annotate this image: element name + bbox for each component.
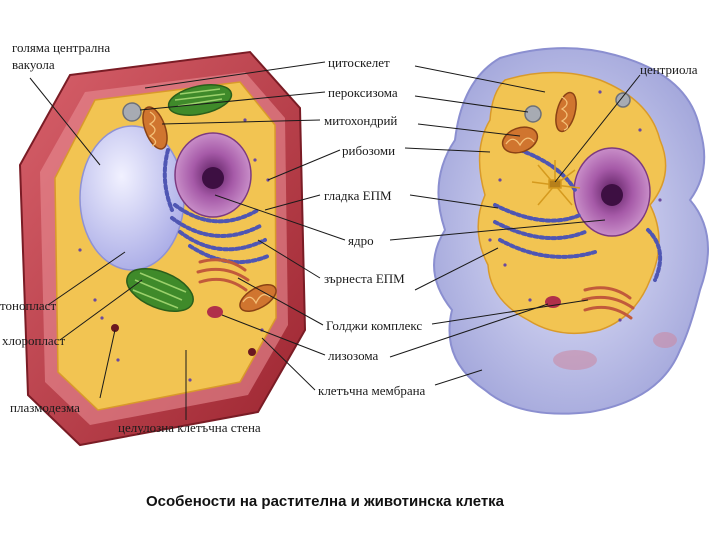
label-large-vacuole-line1: голяма централна bbox=[12, 40, 111, 55]
leader-ribo-animal bbox=[404, 147, 491, 153]
animal-peroxisome bbox=[524, 105, 542, 123]
leader-plasmodesma bbox=[99, 329, 116, 399]
animal-vesicle bbox=[653, 332, 677, 348]
label-large-vacuole-line2: вакуола bbox=[12, 57, 55, 72]
label-centriole: центриола bbox=[640, 62, 698, 77]
plant-lysosome bbox=[207, 306, 223, 318]
plant-mitochondrion-bottom bbox=[239, 284, 277, 312]
leader-tonoplast bbox=[47, 251, 126, 306]
leader-chloroplast bbox=[59, 279, 143, 341]
leader-lines bbox=[29, 61, 641, 420]
chloroplast-top bbox=[167, 84, 233, 116]
leader-rough-plant bbox=[257, 239, 321, 279]
leader-lyso-animal bbox=[389, 303, 549, 358]
leader-vacuole bbox=[29, 77, 101, 166]
leader-mito-animal bbox=[417, 123, 521, 137]
chloroplast-bottom bbox=[126, 268, 194, 312]
plant-peroxisome bbox=[122, 102, 142, 122]
label-rough-er: зърнеста ЕПМ bbox=[324, 271, 405, 286]
leader-rough-animal bbox=[414, 247, 499, 291]
animal-cell bbox=[433, 47, 709, 415]
leader-golgi-plant bbox=[237, 277, 324, 326]
leader-ribo-plant bbox=[267, 149, 341, 181]
leader-nucleus-animal bbox=[389, 219, 606, 241]
centrosome bbox=[531, 160, 581, 206]
leader-membrane-plant bbox=[261, 337, 316, 391]
leader-cytoskeleton-plant bbox=[144, 61, 326, 89]
label-golgi: Голджи комплекс bbox=[326, 318, 423, 333]
figure-caption: Особености на растителна и животинска кл… bbox=[145, 493, 505, 510]
animal-nucleolus bbox=[601, 184, 623, 206]
label-cell-wall: целулозна клетъчна стена bbox=[118, 420, 261, 435]
label-chloroplast: хлоропласт bbox=[2, 333, 66, 348]
animal-ribosomes bbox=[488, 90, 662, 322]
leader-smooth-plant bbox=[264, 194, 321, 211]
leader-golgi-animal bbox=[431, 299, 589, 325]
leader-peroxisome-plant bbox=[139, 91, 326, 111]
plant-golgi bbox=[196, 258, 250, 292]
leader-cytoskeleton-animal bbox=[414, 65, 546, 93]
animal-vesicle bbox=[553, 350, 597, 370]
plant-ribosomes bbox=[78, 118, 270, 382]
plasmodesma-dot bbox=[111, 324, 119, 332]
animal-mitochondrion-1 bbox=[501, 126, 539, 154]
leader-membrane-animal bbox=[434, 369, 483, 386]
leader-smooth-animal bbox=[409, 194, 499, 209]
plant-cell bbox=[18, 50, 307, 447]
label-plasmodesma: плазмодезма bbox=[10, 400, 80, 415]
leader-mito-plant bbox=[161, 119, 321, 125]
label-smooth-er: гладка ЕПМ bbox=[324, 188, 392, 203]
animal-golgi bbox=[581, 286, 635, 320]
animal-mitochondrion-2 bbox=[555, 91, 577, 133]
leader-nucleus-plant bbox=[214, 194, 346, 241]
label-tonoplast: тонопласт bbox=[0, 298, 57, 313]
leader-lyso-plant bbox=[221, 314, 326, 356]
animal-er bbox=[493, 148, 663, 282]
label-cell-membrane: клетъчна мембрана bbox=[318, 383, 426, 398]
label-mitochondria: митохондрий bbox=[324, 113, 398, 128]
label-nucleus: ядро bbox=[348, 233, 374, 248]
leader-peroxisome-animal bbox=[414, 95, 529, 113]
label-ribosomes: рибозоми bbox=[342, 143, 396, 158]
plasmodesma-dot bbox=[248, 348, 256, 356]
centriole-granule bbox=[615, 92, 631, 108]
label-peroxisome: пероксизома bbox=[328, 85, 398, 100]
plant-mitochondrion-top bbox=[142, 106, 168, 150]
plant-nucleolus bbox=[202, 167, 224, 189]
label-cytoskeleton: цитоскелет bbox=[328, 55, 390, 70]
label-lysosome: лизозома bbox=[328, 348, 379, 363]
leader-centriole bbox=[554, 74, 641, 183]
